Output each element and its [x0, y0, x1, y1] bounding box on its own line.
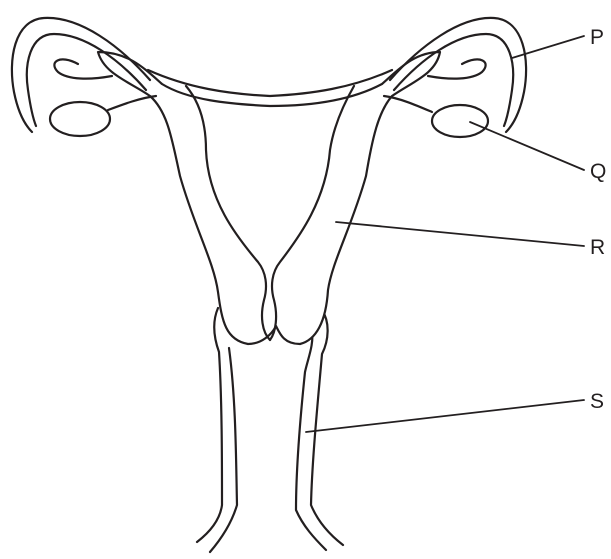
- vagina-left-outer-wall: [197, 308, 222, 542]
- label-r: R: [590, 236, 605, 259]
- left-ovarian-ligament: [108, 96, 156, 110]
- leader-line-q: [470, 122, 584, 170]
- label-s: S: [590, 390, 604, 413]
- label-p: P: [590, 26, 604, 49]
- label-q: Q: [590, 160, 606, 183]
- right-ovarian-ligament: [384, 96, 432, 112]
- left-ovary: [50, 102, 110, 136]
- vagina-left-inner-wall: [210, 348, 237, 552]
- leader-line-s: [306, 400, 584, 432]
- uterus-fundus-line: [148, 70, 392, 96]
- right-ovary: [432, 105, 488, 137]
- leader-line-r: [336, 222, 584, 246]
